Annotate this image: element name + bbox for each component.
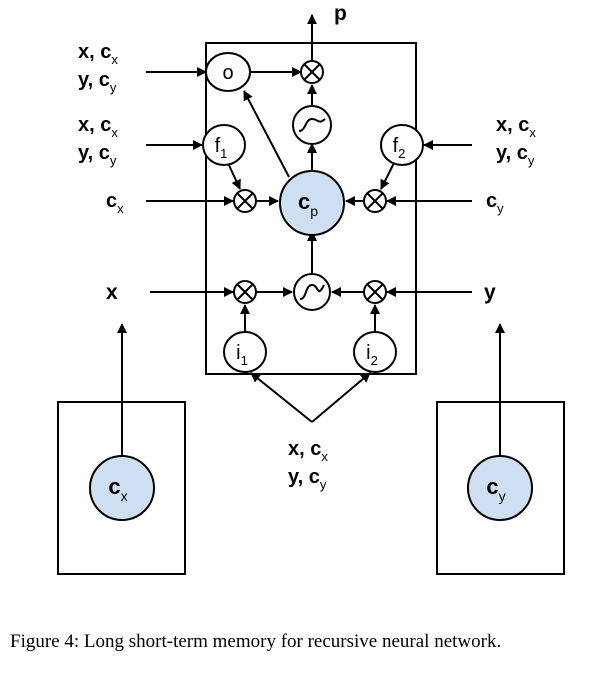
y-input-label: y <box>484 281 496 304</box>
f2-to-mult-arrow <box>380 162 395 190</box>
f1-gate-node <box>202 124 246 166</box>
o-gate-node <box>205 52 251 92</box>
o-input-line2: y, cy <box>78 69 117 95</box>
right-child-cell-node <box>467 455 533 521</box>
cy-input-label: cy <box>486 190 504 216</box>
f1-input-line2: y, cy <box>78 142 117 168</box>
mult-right-icon <box>363 189 387 213</box>
left-child-cell-label: cx <box>108 474 127 504</box>
figure-caption: Figure 4: Long short-term memory for rec… <box>10 631 502 652</box>
tanh-top-icon <box>292 105 332 145</box>
left-child-cell-node <box>89 455 155 521</box>
right-child-cell-label: cy <box>486 474 505 504</box>
i-inputs-to-i1-arrow <box>250 372 313 423</box>
i2-gate-label: i2 <box>366 342 378 368</box>
x-input-label: x <box>106 281 118 304</box>
f2-gate-node <box>380 124 424 166</box>
i1-gate-node <box>223 331 267 373</box>
f2-gate-label: f2 <box>393 135 406 161</box>
f2-input-line2: y, cy <box>496 142 535 168</box>
o-gate-label: o <box>222 62 233 84</box>
cx-input-label: cx <box>106 190 124 216</box>
f1-input-line1: x, cx <box>78 114 118 140</box>
f2-input-line1: x, cx <box>496 114 536 140</box>
o-input-line1: x, cx <box>78 41 118 67</box>
mult-top-icon <box>300 60 324 84</box>
mult-left-icon <box>233 189 257 213</box>
cp-cell-label: cp <box>298 189 318 219</box>
mult-bottom-left-icon <box>233 280 257 304</box>
cp-to-o-arrow <box>243 90 290 178</box>
f1-to-mult-arrow <box>227 162 241 190</box>
i-input-line2: y, cy <box>288 466 327 492</box>
f1-gate-label: f1 <box>215 135 228 161</box>
cp-cell-node <box>279 170 345 236</box>
i2-gate-node <box>353 331 397 373</box>
tanh-bottom-icon <box>293 273 331 311</box>
i-inputs-to-i2-arrow <box>311 372 371 423</box>
output-p-label: p <box>334 2 347 25</box>
i-input-line1: x, cx <box>288 438 328 464</box>
i1-gate-label: i1 <box>236 342 248 368</box>
mult-bottom-right-icon <box>363 280 387 304</box>
